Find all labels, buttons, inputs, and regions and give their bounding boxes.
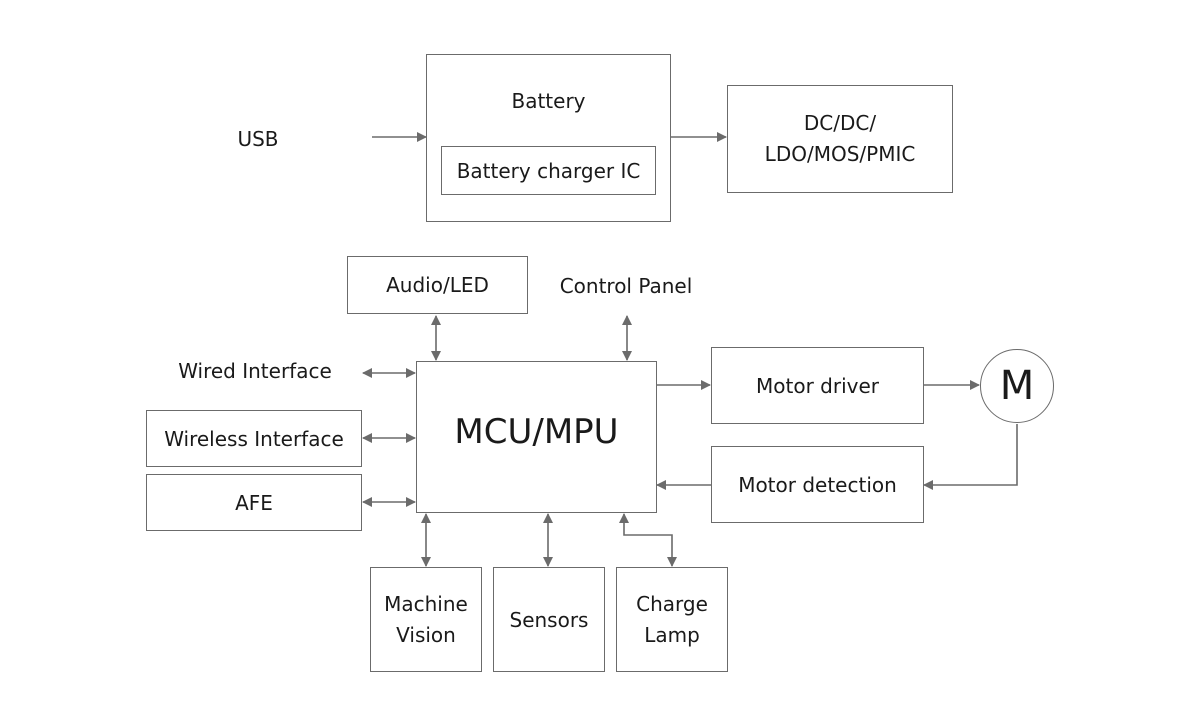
charge-lamp-mcu-arrow	[619, 513, 677, 567]
afe-box: AFE	[146, 474, 362, 531]
audio-led-box: Audio/LED	[347, 256, 528, 314]
wireless-interface-box: Wireless Interface	[146, 410, 362, 467]
sensors-label: Sensors	[509, 607, 589, 632]
battery-charger-ic-box: Battery charger IC	[441, 146, 656, 195]
machine-vision-box: Machine Vision	[370, 567, 482, 672]
sensors-box: Sensors	[493, 567, 605, 672]
dcdc-label-line1: DC/DC/	[803, 111, 877, 135]
mcu-mpu-box: MCU/MPU	[416, 361, 657, 513]
battery-charger-ic-label: Battery charger IC	[456, 158, 641, 183]
machine-vision-label-line1: Machine	[384, 591, 468, 616]
usb-label: USB	[237, 127, 279, 151]
audio-led-label: Audio/LED	[386, 273, 489, 297]
charge-lamp-label-line2: Lamp	[644, 622, 700, 647]
afe-label: AFE	[235, 490, 273, 515]
battery-label: Battery	[511, 89, 586, 113]
charge-lamp-label-line1: Charge	[636, 591, 708, 616]
machine-vision-label-line2: Vision	[396, 622, 456, 647]
control-panel-label: Control Panel	[559, 274, 693, 298]
dcdc-box: DC/DC/ LDO/MOS/PMIC	[727, 85, 953, 193]
charge-lamp-box: Charge Lamp	[616, 567, 728, 672]
dcdc-label-line2: LDO/MOS/PMIC	[764, 142, 916, 166]
motor-detection-label: Motor detection	[738, 472, 897, 497]
wired-interface-label: Wired Interface	[178, 359, 332, 383]
battery-box	[426, 54, 671, 222]
motor-symbol-icon: M	[980, 349, 1054, 423]
motor-driver-label: Motor driver	[756, 373, 879, 398]
mcu-mpu-label: MCU/MPU	[454, 412, 619, 452]
motor-detection-box: Motor detection	[711, 446, 924, 523]
motor-to-detection-arrow	[923, 424, 1018, 490]
wireless-interface-label: Wireless Interface	[164, 426, 344, 451]
motor-symbol-label: M	[999, 363, 1035, 409]
motor-driver-box: Motor driver	[711, 347, 924, 424]
